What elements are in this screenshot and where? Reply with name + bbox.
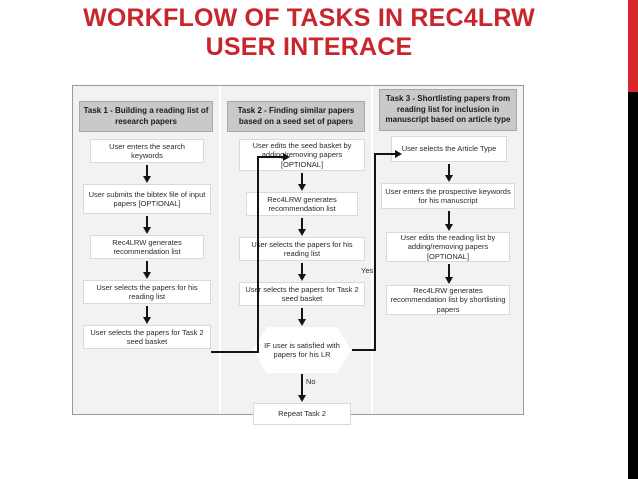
connector-task2-to-task3-vertical bbox=[374, 153, 376, 351]
task-1-node-3: Rec4LRW generates recommendation list bbox=[90, 235, 204, 259]
connector-task1-to-task2-arrowhead bbox=[283, 153, 290, 161]
workflow-diagram: Task 1 - Building a reading list of rese… bbox=[72, 85, 524, 425]
task-3-header: Task 3 - Shortlisting papers from readin… bbox=[379, 89, 517, 131]
task-3-column: Task 3 - Shortlisting papers from readin… bbox=[373, 86, 523, 414]
decision-yes-label: Yes bbox=[361, 266, 374, 275]
connector-task2-to-task3-horizontal-bottom bbox=[352, 349, 376, 351]
task-3-arrow-3 bbox=[445, 264, 453, 284]
task-2-arrow-3 bbox=[298, 263, 306, 281]
task-1-node-4: User selects the papers for his reading … bbox=[83, 280, 211, 304]
task-1-column: Task 1 - Building a reading list of rese… bbox=[73, 86, 221, 414]
connector-task1-to-task2-vertical bbox=[257, 158, 259, 353]
task-1-node-1: User enters the search keywords bbox=[90, 139, 204, 163]
task-3-arrow-2 bbox=[445, 211, 453, 231]
task-1-arrow-4 bbox=[143, 306, 151, 324]
task-1-arrow-2 bbox=[143, 216, 151, 234]
task-2-node-4: User selects the papers for Task 2 seed … bbox=[239, 282, 365, 306]
page-title-line-1: WORKFLOW OF TASKS IN REC4LRW bbox=[83, 4, 535, 32]
connector-task1-to-task2-horizontal-bottom bbox=[211, 351, 259, 353]
accent-bar-red bbox=[628, 0, 638, 92]
task-2-arrow-4 bbox=[298, 308, 306, 326]
page-title-line-2: USER INTERACE bbox=[205, 33, 413, 61]
task-2-node-3: User selects the papers for his reading … bbox=[239, 237, 365, 261]
task-1-node-2: User submits the bibtex file of input pa… bbox=[83, 184, 211, 214]
task-3-node-1: User selects the Article Type bbox=[391, 136, 507, 162]
task-3-node-2: User enters the prospective keywords for… bbox=[381, 183, 515, 209]
task-3-node-4: Rec4LRW generates recommendation list by… bbox=[386, 285, 510, 315]
connector-task2-to-task3-horizontal-top bbox=[374, 153, 397, 155]
task-1-arrow-3 bbox=[143, 261, 151, 279]
task-2-header: Task 2 - Finding similar papers based on… bbox=[227, 101, 365, 132]
task-2-arrow-no bbox=[298, 374, 306, 402]
task-1-node-5: User selects the papers for Task 2 seed … bbox=[83, 325, 211, 349]
task-2-column: Task 2 - Finding similar papers based on… bbox=[221, 86, 374, 425]
connector-task2-to-task3-arrowhead bbox=[395, 150, 402, 158]
decision-no-label: No bbox=[306, 377, 316, 386]
page-title: WORKFLOW OF TASKS IN REC4LRW USER INTERA… bbox=[0, 4, 618, 62]
task-2-terminal-node: Repeat Task 2 bbox=[253, 403, 351, 425]
task-3-arrow-1 bbox=[445, 164, 453, 182]
task-2-node-1: User edits the seed basket by adding/rem… bbox=[239, 139, 365, 171]
task-2-decision-diamond: IF user is satisfied with papers for his… bbox=[253, 327, 351, 373]
task-2-node-2: Rec4LRW generates recommendation list bbox=[246, 192, 358, 216]
task-2-arrow-2 bbox=[298, 218, 306, 236]
task-1-arrow-1 bbox=[143, 165, 151, 183]
connector-task1-to-task2-horizontal-top bbox=[257, 156, 285, 158]
accent-bar-black bbox=[628, 92, 638, 479]
task-3-node-3: User edits the reading list by adding/re… bbox=[386, 232, 510, 262]
task-1-header: Task 1 - Building a reading list of rese… bbox=[79, 101, 213, 132]
task-2-arrow-1 bbox=[298, 173, 306, 191]
